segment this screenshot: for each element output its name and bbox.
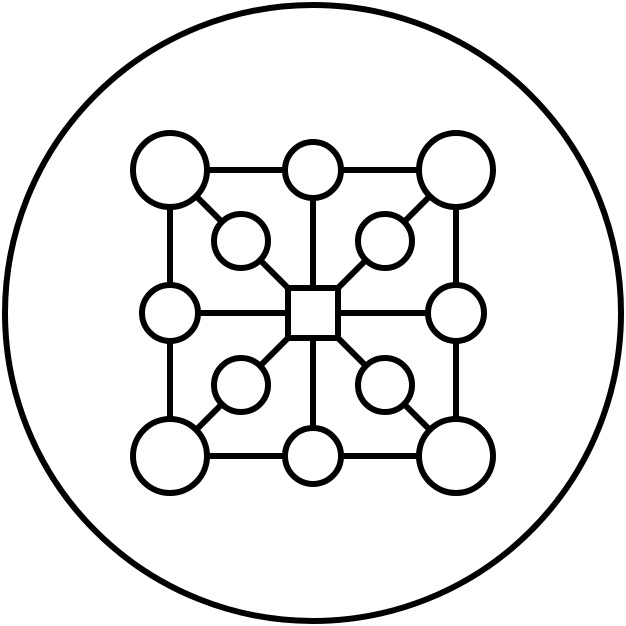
edge-node-bottom <box>282 425 344 487</box>
corner-node-top-left <box>130 130 210 210</box>
center-hub-square <box>285 285 341 341</box>
corner-node-top-right <box>416 130 496 210</box>
inner-node-top-right <box>355 211 415 271</box>
corner-node-bottom-right <box>416 416 496 496</box>
edge-node-top <box>282 139 344 201</box>
edge-node-left <box>139 282 201 344</box>
inner-node-bottom-left <box>211 355 271 415</box>
inner-node-top-left <box>211 211 271 271</box>
nodes <box>130 130 496 496</box>
corner-node-bottom-left <box>130 416 210 496</box>
inner-node-bottom-right <box>355 355 415 415</box>
edge-node-right <box>425 282 487 344</box>
